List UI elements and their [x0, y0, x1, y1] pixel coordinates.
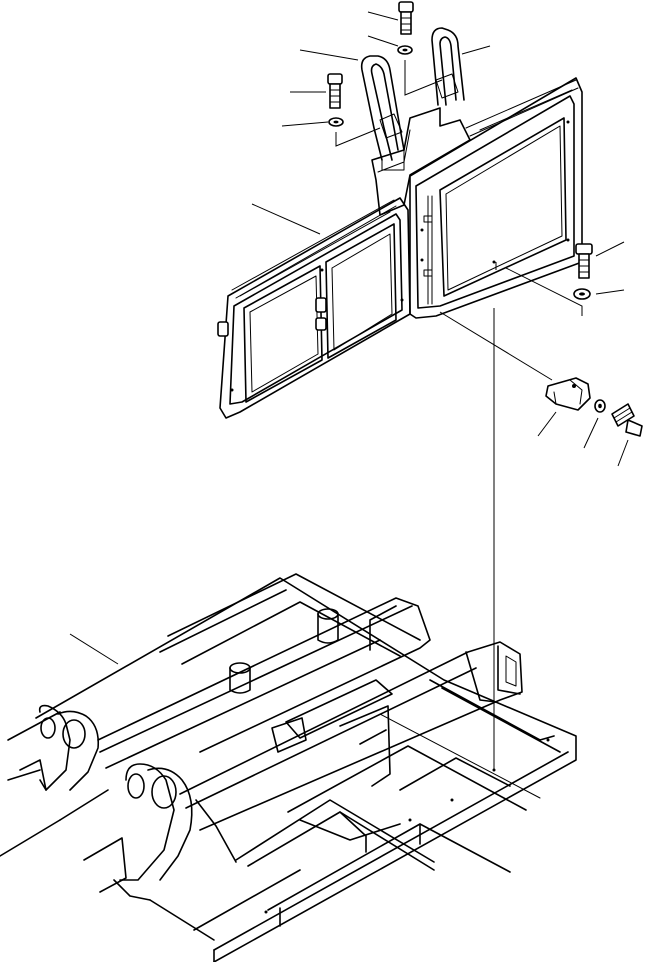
top-washer-center: [397, 45, 413, 55]
chassis-frame: [0, 573, 577, 962]
right-door-panel: [409, 77, 583, 319]
left-bolt-upper: [327, 73, 343, 109]
right-bolt: [575, 243, 593, 279]
leader-lines-panels: [251, 203, 625, 381]
left-washer-upper: [328, 117, 344, 127]
clamp-bracket: [545, 377, 591, 411]
leader-lines-clamp: [537, 411, 629, 467]
mounting-plate: [371, 107, 471, 216]
top-bolt-center: [398, 1, 414, 35]
right-washer: [573, 288, 591, 300]
leader-lines-top: [281, 11, 491, 147]
handrail-right: [431, 27, 465, 106]
clamp-bolt: [611, 403, 643, 437]
clamp-washer: [594, 399, 606, 413]
leader-lines-chassis: [69, 633, 119, 665]
handrail-left: [360, 55, 405, 171]
left-door-panel: [217, 197, 411, 419]
